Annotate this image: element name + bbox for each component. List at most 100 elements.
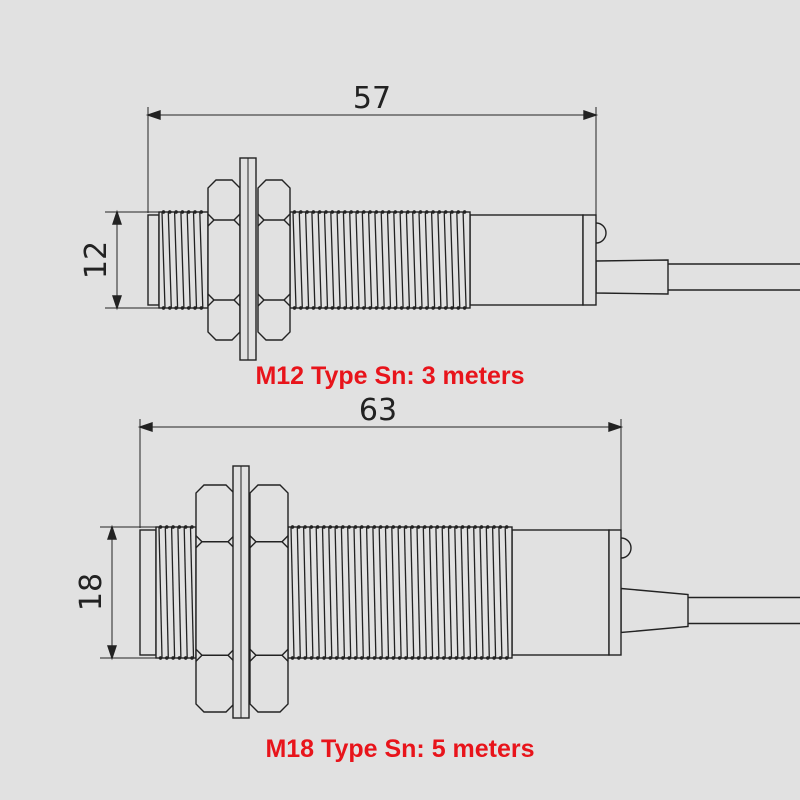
thread-crest — [498, 525, 503, 529]
nut-face-edge — [257, 293, 291, 307]
thread-crest — [311, 306, 316, 310]
thread-line — [437, 211, 442, 309]
thread-crest — [359, 525, 364, 529]
nut-face-edge — [207, 213, 241, 227]
thread-crest — [467, 656, 471, 660]
thread-crest — [164, 656, 169, 660]
thread-crest — [296, 656, 301, 660]
thread-line — [435, 526, 440, 659]
thread-crest — [180, 210, 185, 214]
thread-crest — [177, 656, 182, 660]
thread-crest — [473, 525, 478, 529]
led-indicator — [620, 537, 632, 559]
thread-line — [460, 526, 465, 659]
thread-line — [454, 526, 459, 659]
thread-line — [311, 211, 316, 309]
thread-crest — [190, 525, 194, 529]
thread-crest — [435, 525, 440, 529]
thread-line — [170, 526, 176, 659]
thread-crest — [378, 656, 383, 660]
thread-line — [403, 526, 409, 659]
hex-nut-left — [195, 484, 235, 713]
thread-crest — [454, 525, 459, 529]
thread-line — [485, 526, 490, 659]
thread-crest — [355, 210, 360, 214]
thread-crest — [391, 656, 396, 660]
thread-line — [416, 526, 421, 659]
thread-crest — [164, 525, 169, 529]
thread-crest — [347, 656, 352, 660]
thread-crest — [343, 306, 347, 310]
end-ring — [582, 214, 597, 306]
thread-line — [430, 211, 436, 309]
thread-crest — [418, 306, 423, 310]
thread-crest — [190, 656, 194, 660]
thread-line — [473, 526, 478, 659]
thread-crest — [448, 656, 452, 660]
thread-crest — [355, 306, 360, 310]
thread-crest — [380, 306, 385, 310]
thread-crest — [303, 656, 307, 660]
thread-crest — [424, 306, 429, 310]
thread-crest — [429, 525, 433, 529]
thread-line — [342, 211, 348, 309]
thread-line — [386, 211, 392, 309]
thread-crest — [174, 306, 178, 310]
m12-caption: M12 Type Sn: 3 meters — [255, 362, 525, 390]
thread-crest — [462, 306, 467, 310]
thread-line — [353, 526, 358, 659]
thread-line — [173, 211, 179, 309]
thread-line — [399, 211, 404, 309]
thread-crest — [368, 306, 372, 310]
thread-crest — [422, 656, 427, 660]
thread-crest — [460, 525, 465, 529]
thread-crest — [437, 306, 442, 310]
thread-crest — [328, 656, 333, 660]
thread-line — [292, 211, 297, 309]
thread-crest — [341, 656, 345, 660]
thread-line — [304, 211, 310, 309]
thread-crest — [450, 306, 454, 310]
thread-crest — [309, 656, 314, 660]
thread-crest — [315, 525, 320, 529]
thread-crest — [298, 306, 303, 310]
thread-line — [372, 526, 377, 659]
thread-line — [317, 211, 322, 309]
thread-crest — [479, 525, 484, 529]
thread-line — [441, 526, 446, 659]
nut-face-edge — [257, 213, 291, 227]
thread-crest — [349, 306, 354, 310]
thread-crest — [322, 525, 326, 529]
m12-diameter-label: 12 — [79, 241, 114, 279]
thread-line — [418, 211, 423, 309]
thread-line — [192, 211, 198, 309]
thread-line — [410, 526, 415, 659]
thread-line — [180, 211, 185, 309]
arrowhead — [608, 422, 624, 432]
thread-crest — [368, 210, 372, 214]
thread-crest — [479, 656, 484, 660]
thread-line — [161, 211, 166, 309]
thread-crest — [328, 525, 333, 529]
thread-crest — [161, 306, 166, 310]
thread-line — [393, 211, 398, 309]
thread-crest — [492, 656, 496, 660]
thread-line — [199, 211, 204, 309]
thread-crest — [199, 210, 204, 214]
thread-line — [328, 526, 333, 659]
thread-crest — [385, 656, 389, 660]
thread-crest — [397, 525, 402, 529]
thread-crest — [404, 656, 408, 660]
thread-crest — [418, 210, 423, 214]
thread-crest — [435, 656, 440, 660]
thread-crest — [412, 210, 417, 214]
thread-crest — [183, 525, 188, 529]
thread-crest — [492, 525, 496, 529]
thread-crest — [167, 210, 172, 214]
thread-crest — [171, 525, 175, 529]
thread-crest — [429, 656, 433, 660]
thread-crest — [359, 656, 364, 660]
end-ring — [608, 529, 622, 656]
m12-length-label: 57 — [353, 81, 391, 116]
